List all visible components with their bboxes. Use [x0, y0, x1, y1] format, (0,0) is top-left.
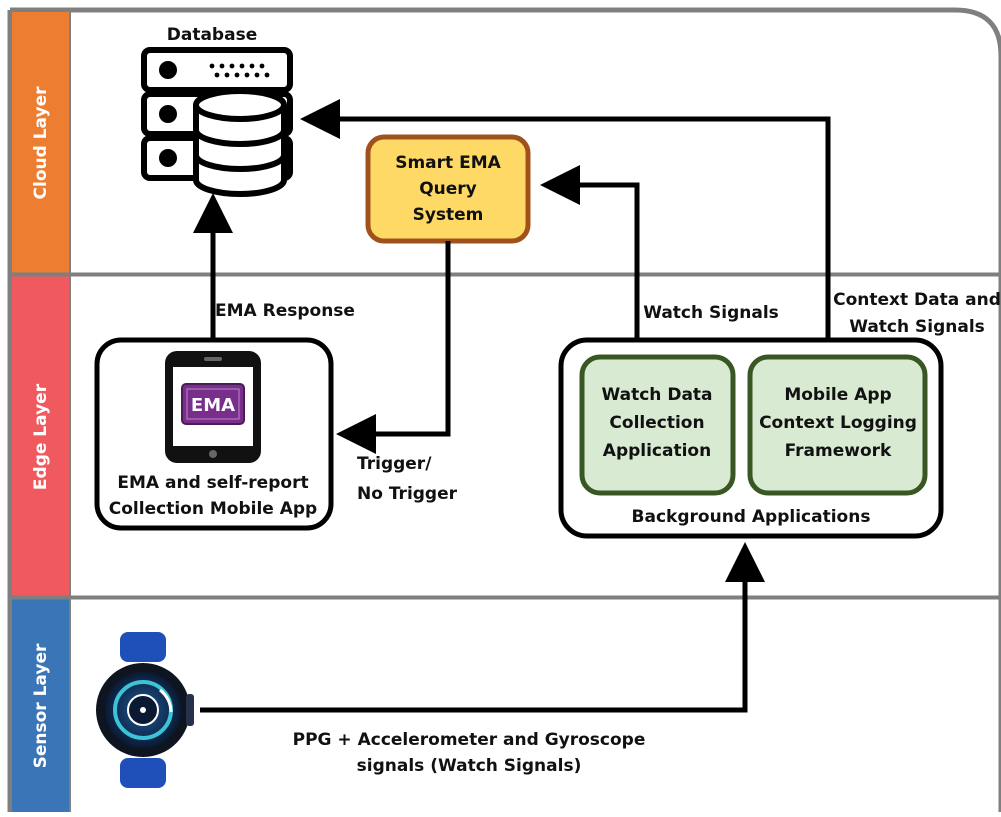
ema-app-label-2: Collection Mobile App — [109, 499, 317, 519]
sensor-layer-label: Sensor Layer — [31, 643, 51, 768]
ema-icon-text: EMA — [191, 395, 235, 416]
trigger-connector — [336, 241, 451, 454]
watch-app-label-1: Watch Data — [601, 385, 712, 405]
context-signals-label-2: Watch Signals — [849, 317, 985, 337]
smart-ema-label-3: System — [413, 205, 484, 225]
cloud-layer-band — [12, 12, 70, 273]
trigger-label-1: Trigger/ — [357, 454, 432, 474]
sensor-signals-label-1: PPG + Accelerometer and Gyroscope — [293, 730, 646, 750]
context-app-node — [747, 354, 928, 496]
sensor-layer-band — [12, 599, 70, 812]
smartphone-icon — [165, 351, 261, 463]
edge-layer-label: Edge Layer — [31, 383, 51, 490]
smartwatch-icon — [96, 632, 194, 788]
edge-layer-band — [12, 276, 70, 596]
sensor-signals-label-2: signals (Watch Signals) — [357, 756, 582, 776]
watch-app-label-2: Collection — [609, 413, 704, 433]
watch-app-node — [579, 354, 736, 496]
database-server-icon — [141, 47, 293, 197]
ema-response-label: EMA Response — [215, 301, 355, 321]
context-app-label-1: Mobile App — [784, 385, 891, 405]
database-label: Database — [167, 25, 257, 45]
background-applications-label: Background Applications — [632, 507, 871, 527]
context-data-connector — [300, 99, 831, 340]
watch-app-label-3: Application — [603, 441, 711, 461]
smart-ema-label-2: Query — [419, 179, 477, 199]
context-signals-label-1: Context Data and — [833, 290, 1001, 310]
context-app-label-3: Framework — [785, 441, 892, 461]
watch-signals-connector — [540, 165, 640, 340]
ema-app-label-1: EMA and self-report — [117, 473, 308, 493]
smart-ema-label-1: Smart EMA — [395, 153, 501, 173]
context-app-label-2: Context Logging — [759, 413, 917, 433]
sensor-signals-connector — [200, 542, 765, 713]
watch-signals-label: Watch Signals — [643, 303, 779, 323]
cloud-layer-label: Cloud Layer — [31, 86, 51, 200]
trigger-label-2: No Trigger — [357, 484, 458, 504]
